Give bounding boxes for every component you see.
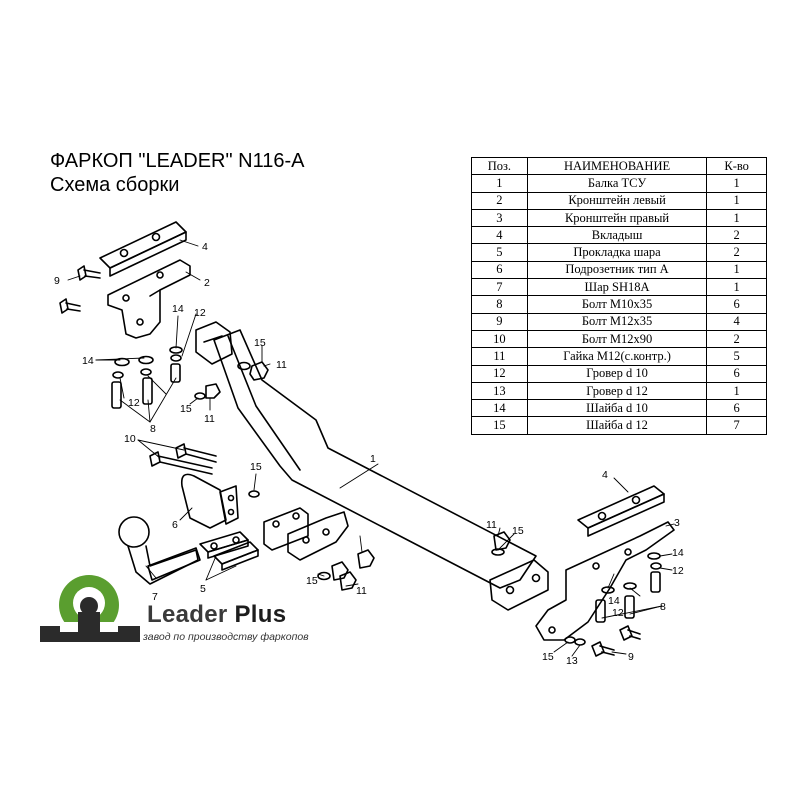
callout-12-c: 12 (672, 565, 684, 577)
callout-14-a: 14 (172, 303, 184, 315)
ball-spacers (199, 531, 259, 571)
callout-15-e: 15 (512, 525, 524, 537)
callout-8-left: 8 (150, 423, 156, 435)
callout-9-left: 9 (54, 275, 60, 287)
callout-labels: 4 2 9 14 12 14 12 8 15 11 15 11 10 15 1 … (54, 241, 684, 667)
insert-left (99, 221, 187, 277)
logo-wordmark: Leader Plus (147, 601, 286, 629)
callout-12-a: 12 (194, 307, 206, 319)
ball-mount-plates (263, 507, 349, 561)
cell-name: Кронштейн правый (526, 208, 708, 228)
cell-position: 12 (471, 364, 528, 383)
fastener-stack-right (564, 552, 662, 657)
callout-11-a: 11 (276, 359, 287, 371)
logo-tagline: завод по производству фаркопов (143, 631, 309, 643)
callout-15-b: 15 (180, 403, 192, 415)
callout-5: 5 (200, 583, 206, 595)
callout-10: 10 (124, 433, 136, 445)
cell-name: Гровер d 12 (526, 381, 708, 401)
callout-11-b: 11 (204, 413, 215, 425)
leader-plus-logo-icon (40, 575, 140, 642)
socket-plate (180, 473, 260, 529)
cell-name: Шар SH18A (526, 278, 708, 297)
fastener-stack-left (111, 346, 183, 409)
tow-beam (195, 321, 549, 611)
callout-14-b: 14 (82, 355, 94, 367)
callout-12-d: 12 (612, 607, 624, 619)
callout-12-b: 12 (128, 397, 140, 409)
callout-15-d: 15 (306, 575, 318, 587)
callout-3: 3 (674, 517, 680, 529)
callout-8-right: 8 (660, 601, 666, 613)
diagram-title: ФАРКОП "LEADER" N116-A (50, 150, 305, 172)
callout-4-right: 4 (602, 469, 608, 481)
callout-11-d: 11 (486, 519, 497, 531)
callout-11-c: 11 (356, 585, 367, 597)
callout-1: 1 (370, 453, 376, 465)
callout-6: 6 (172, 519, 178, 531)
cell-name: Гровер d 10 (526, 364, 708, 383)
cell-position: 15 (471, 416, 528, 435)
cell-quantity: 7 (706, 416, 767, 435)
callout-15-c: 15 (250, 461, 262, 473)
cell-name: Болт М10х35 (526, 295, 708, 314)
callout-14-d: 14 (608, 595, 620, 607)
bracket-left (107, 259, 191, 339)
bolts-10 (149, 443, 217, 475)
callout-2: 2 (204, 277, 210, 289)
cell-name: Шайба d 12 (526, 416, 708, 435)
callout-4-left: 4 (202, 241, 208, 253)
diagram-subtitle: Схема сборки (50, 174, 180, 196)
bolts-left-9 (59, 265, 101, 314)
callout-15-f: 15 (542, 651, 554, 663)
header-name: НАИМЕНОВАНИЕ (526, 156, 708, 176)
insert-right (577, 485, 665, 537)
bracket-right (535, 521, 675, 641)
callout-14-c: 14 (672, 547, 684, 559)
callout-9-right: 9 (628, 651, 634, 663)
tow-ball (118, 516, 201, 585)
callout-7: 7 (152, 591, 158, 603)
callout-15-a: 15 (254, 337, 266, 349)
leader-lines (67, 239, 675, 657)
logo-name-plus: Plus (234, 601, 287, 628)
logo-name: Leader (147, 601, 228, 628)
callout-13: 13 (566, 655, 578, 667)
nuts-washers-bottom (317, 531, 511, 591)
